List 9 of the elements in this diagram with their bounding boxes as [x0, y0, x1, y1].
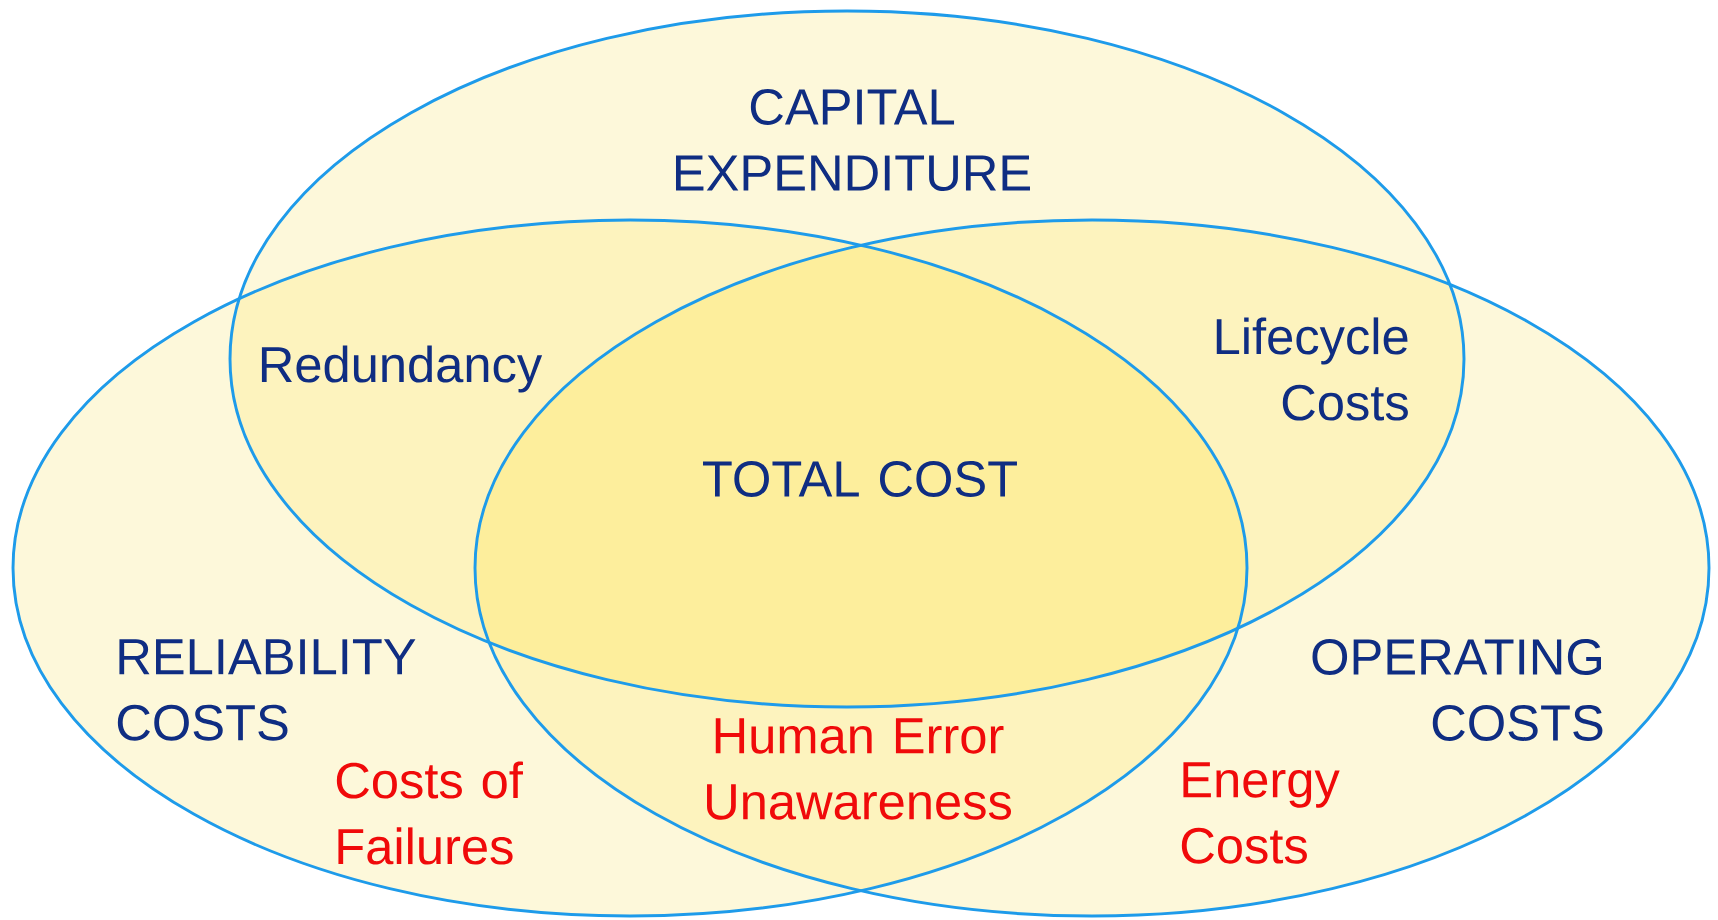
region-label: Lifecycle Costs	[1216, 317, 1408, 421]
ellipse-heading: RELIABILITY COSTS	[117, 639, 416, 741]
ellipse-heading: CAPITAL EXPENDITURE	[676, 89, 1030, 191]
region-label: TOTAL COST	[703, 461, 1017, 497]
region-label: Redundancy	[261, 345, 543, 393]
region-label: Human Error Unawareness	[707, 718, 1011, 820]
ellipse-heading: OPERATING COSTS	[1312, 639, 1603, 741]
region-label: Costs of Failures	[336, 761, 523, 865]
region-label: Energy Costs	[1181, 762, 1340, 864]
